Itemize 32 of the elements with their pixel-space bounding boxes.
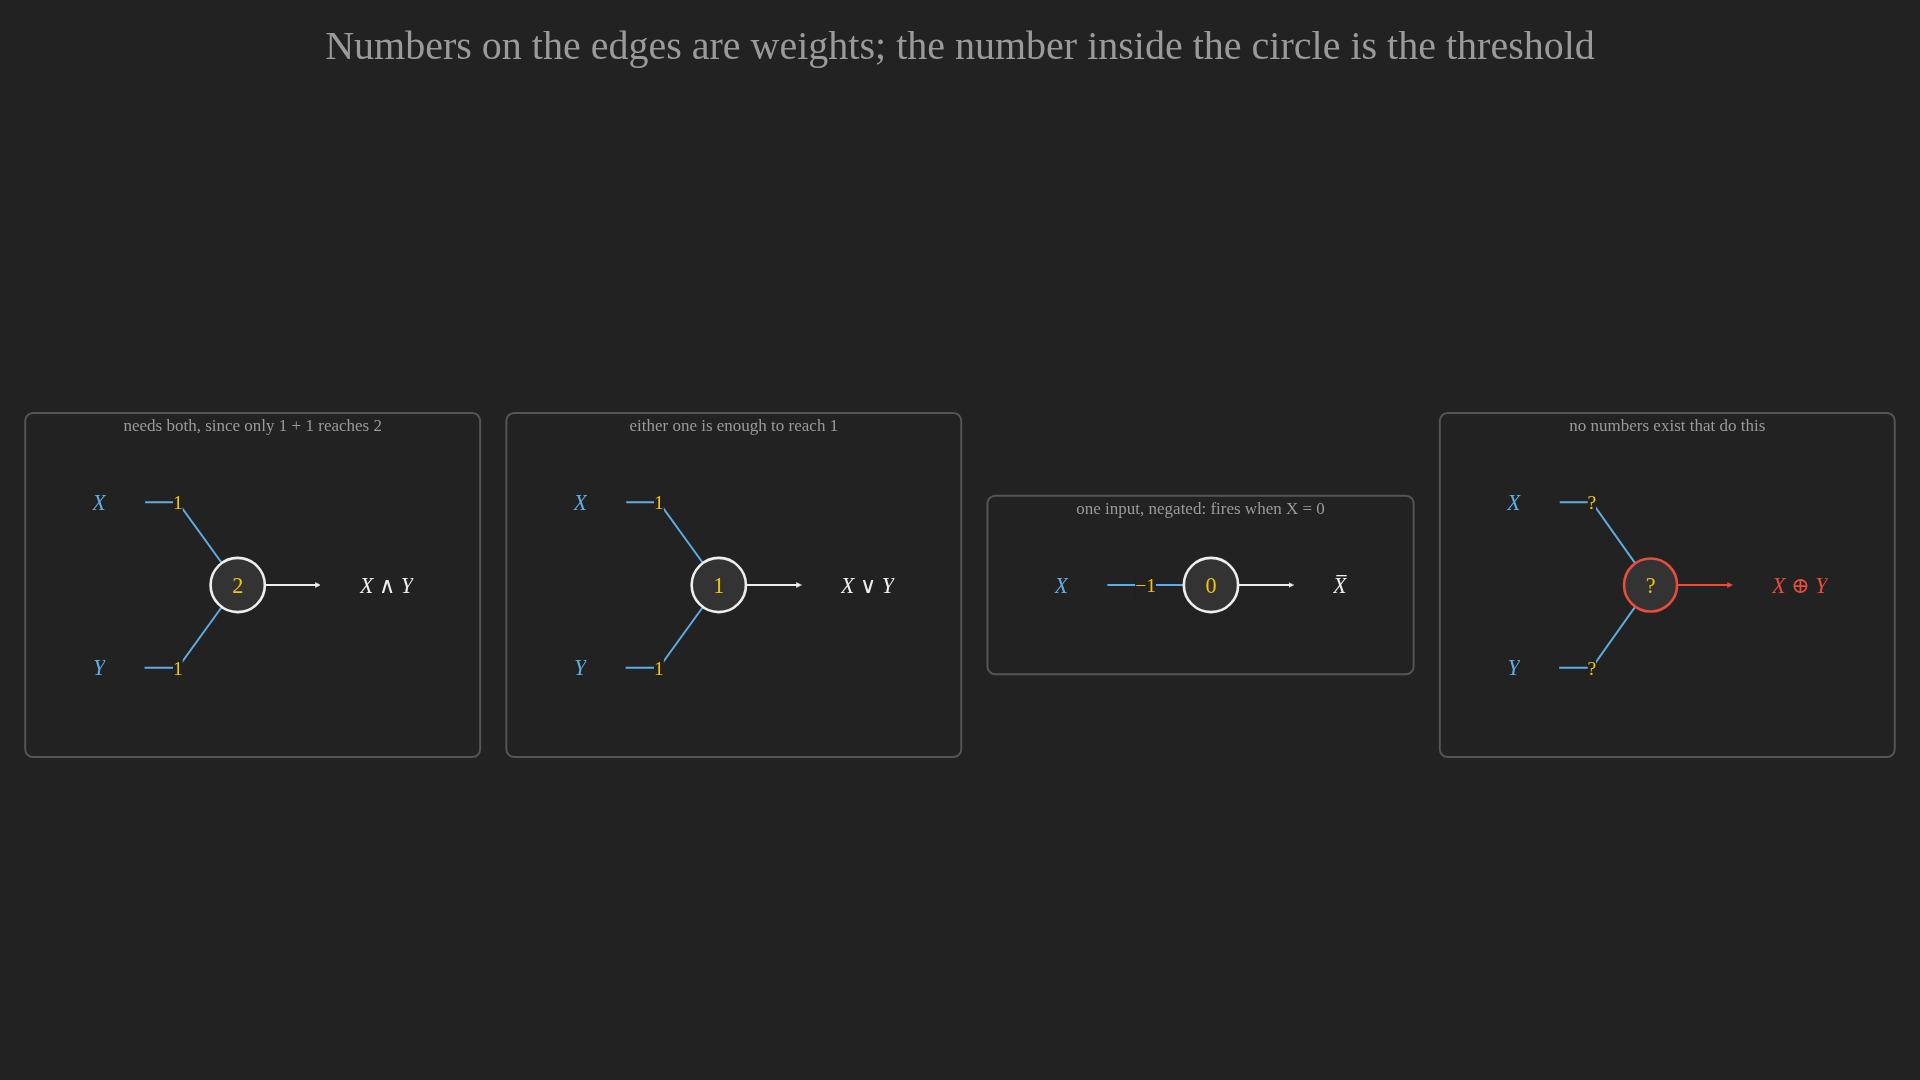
title: Numbers on the edges are weights; the number inside the circle is the threshold <box>324 22 1596 69</box>
node-text: X ∨ Y <box>840 572 895 598</box>
node-text: X <box>92 490 106 515</box>
connector <box>143 606 223 669</box>
node-text: X <box>573 490 587 515</box>
node-text: X <box>1054 572 1069 598</box>
edge-label: −1 <box>1135 574 1157 596</box>
connector <box>625 501 704 564</box>
node-text: X ∧ Y <box>359 572 414 598</box>
node-text: Y <box>92 655 106 680</box>
node-text: X̅ <box>1333 572 1347 598</box>
node-circle: ? <box>1622 557 1679 613</box>
node-circle: 2 <box>209 556 267 614</box>
node-text: Y <box>1507 655 1520 680</box>
arrow <box>1237 582 1294 588</box>
node-text: X ⊕ Y <box>1771 572 1828 598</box>
edge-label: 1 <box>654 491 664 514</box>
edge-label: 1 <box>172 656 183 679</box>
node-circle: 0 <box>1182 556 1240 614</box>
arrow <box>1676 582 1733 588</box>
connector <box>1558 501 1637 565</box>
edge-label: 1 <box>654 656 664 679</box>
node-circle: 1 <box>690 556 748 614</box>
edge-label: ? <box>1587 491 1597 514</box>
arrow <box>745 582 802 588</box>
connector <box>624 606 704 669</box>
edge-label: ? <box>1587 656 1597 679</box>
node-text: Y <box>574 655 587 680</box>
edge-label: 1 <box>172 491 183 514</box>
connector <box>144 501 223 564</box>
node-text: X <box>1506 490 1521 515</box>
connector <box>1558 605 1637 669</box>
